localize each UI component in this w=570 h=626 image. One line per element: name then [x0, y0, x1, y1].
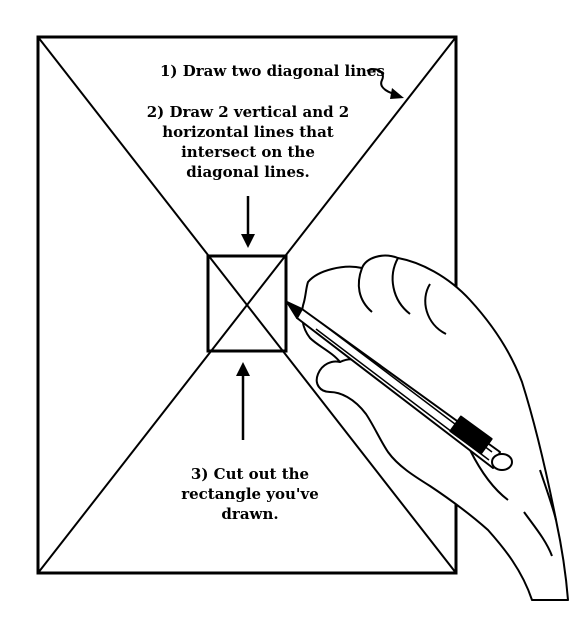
hand-icon: [301, 254, 569, 601]
step-2-text: 2) Draw 2 vertical and 2 horizontal line…: [138, 102, 358, 182]
step-2-line-4: diagonal lines.: [186, 163, 310, 181]
arrow-down-icon: [241, 196, 255, 248]
curly-arrow-icon: [366, 68, 404, 99]
step-3-line-2: rectangle you've: [181, 485, 319, 503]
step-3-line-3: drawn.: [221, 505, 279, 523]
center-rectangle: [206, 254, 288, 353]
step-3-text: 3) Cut out the rectangle you've drawn.: [150, 464, 350, 524]
diagonal-line-2: [37, 36, 457, 574]
pencil-icon: [286, 301, 513, 471]
step-2-line-3: intersect on the: [181, 143, 315, 161]
step-3-line-1: 3) Cut out the: [190, 465, 310, 483]
step-2-line-1: 2) Draw 2 vertical and 2: [146, 103, 350, 121]
step-1-text: 1) Draw two diagonal lines: [160, 62, 385, 80]
arrow-up-icon: [236, 362, 250, 440]
step-2-line-2: horizontal lines that: [162, 123, 334, 141]
